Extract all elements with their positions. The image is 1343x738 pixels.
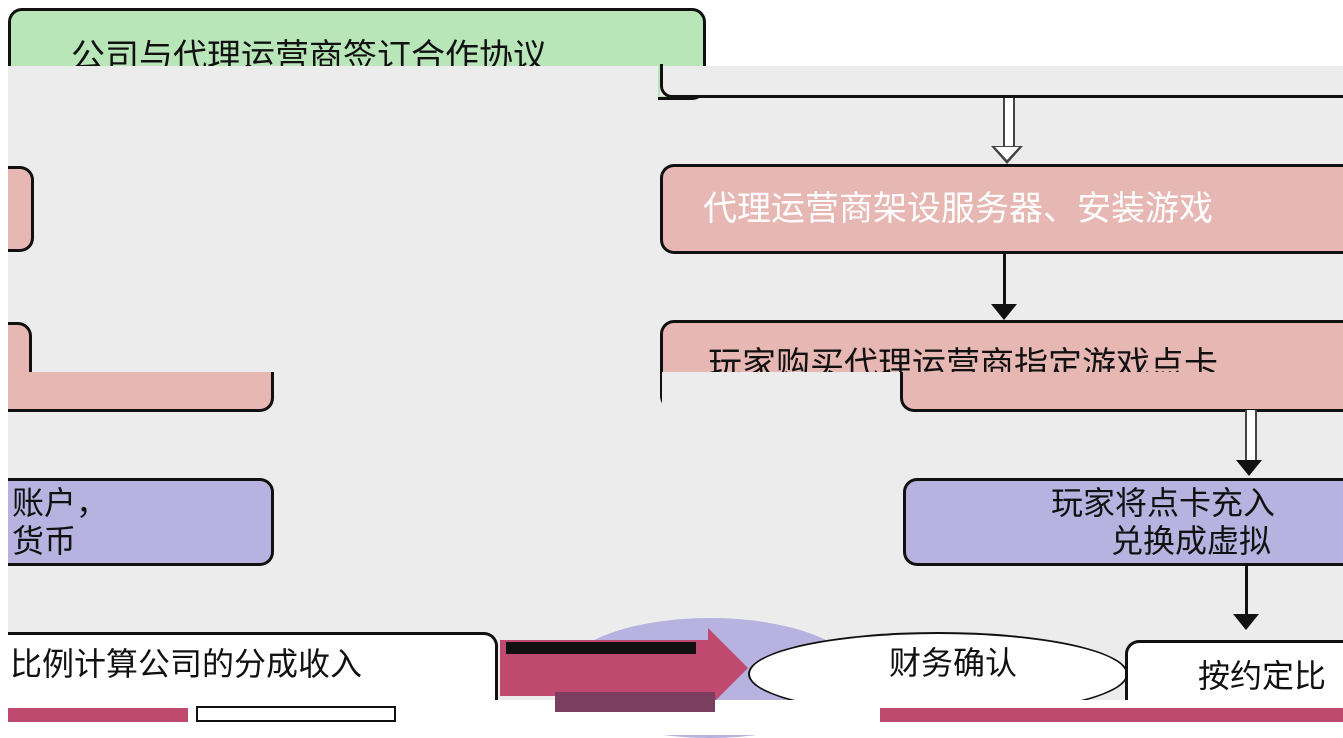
recharge-step: 玩家将点卡充入 兑换成虚拟 (903, 478, 1343, 566)
left-account-label-1: 账户， (12, 483, 109, 522)
left-account-label-2: 货币 (12, 522, 77, 560)
recharge-label-1: 玩家将点卡充入 (1051, 483, 1276, 522)
connector-arrow-3 (1245, 410, 1257, 460)
share-calc-step: 比例计算公司的分成收入 (8, 632, 498, 708)
top-right-outline (660, 64, 1343, 98)
left-step-fragment-3 (8, 372, 274, 412)
left-account-step: 账户， 货币 (8, 478, 274, 566)
share-calc-label: 比例计算公司的分成收入 (10, 645, 363, 683)
connector-arrow-4 (1245, 566, 1248, 616)
connector-arrow-3-head (1236, 460, 1262, 476)
top-right-glitch (660, 66, 1343, 96)
left-step-fragment (8, 166, 34, 252)
share-arrow-bar (506, 642, 696, 654)
connector-arrow-2 (1003, 254, 1006, 306)
setup-server-step: 代理运营商架设服务器、安装游戏 (660, 164, 1343, 254)
contract-step: 按约定比 (1125, 640, 1343, 708)
contract-label: 按约定比 (1198, 657, 1327, 695)
recharge-label-2: 兑换成虚拟 (1111, 522, 1272, 560)
bottom-pink-bar-left (8, 708, 188, 722)
left-step-fragment-2 (8, 322, 32, 372)
connector-arrow-1-head (991, 146, 1023, 164)
buy-card-lower (900, 372, 1343, 412)
connector-arrow-1 (1003, 98, 1015, 146)
bottom-pink-bar-mid (555, 692, 715, 712)
setup-server-label: 代理运营商架设服务器、安装游戏 (703, 188, 1213, 229)
connector-arrow-2-head (991, 304, 1017, 320)
bottom-pink-bar-right (880, 708, 1343, 722)
connector-arrow-4-head (1233, 614, 1259, 630)
agreement-glitch-mask (8, 66, 658, 100)
finance-confirm-label: 财务确认 (888, 644, 1017, 682)
bottom-white-bar (196, 706, 396, 722)
